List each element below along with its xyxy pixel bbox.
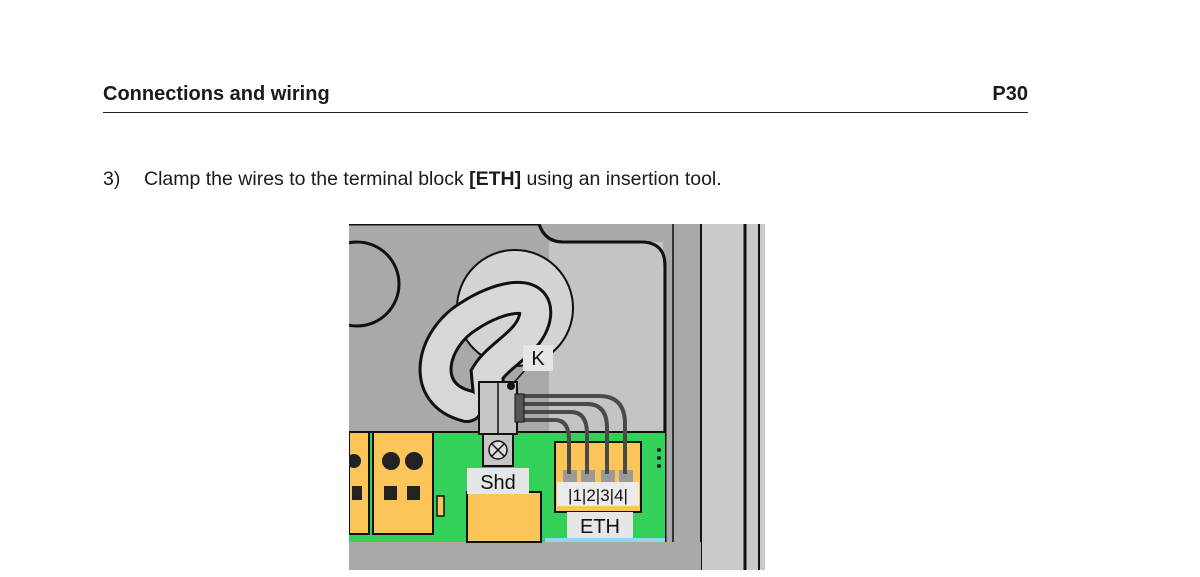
terminal-block-left-2 xyxy=(372,431,434,535)
shield-connector xyxy=(466,491,542,543)
pin-numbers-label: |1|2|3|4| xyxy=(568,486,628,505)
wiring-illustration: K Shd |1|2|3|4| ETH xyxy=(349,224,765,570)
page-header: Connections and wiring P30 xyxy=(103,82,1028,113)
housing-side-wall xyxy=(701,224,765,570)
step-text-before: Clamp the wires to the terminal block xyxy=(144,168,470,190)
section-title: Connections and wiring xyxy=(103,83,330,105)
page-code: P30 xyxy=(992,83,1028,105)
wiring-diagram: K Shd |1|2|3|4| ETH xyxy=(349,224,765,570)
terminal-block-left-1 xyxy=(349,431,370,535)
eth-label: ETH xyxy=(580,516,620,538)
eth-wires xyxy=(523,394,627,474)
housing-hole xyxy=(349,240,401,328)
instruction-step: 3)Clamp the wires to the terminal block … xyxy=(103,168,722,191)
step-text-after: using an insertion tool. xyxy=(521,168,722,190)
shield-label: Shd xyxy=(480,472,516,494)
clamp-label: K xyxy=(531,348,545,370)
step-number: 3) xyxy=(103,168,121,190)
step-term: [ETH] xyxy=(469,168,522,190)
